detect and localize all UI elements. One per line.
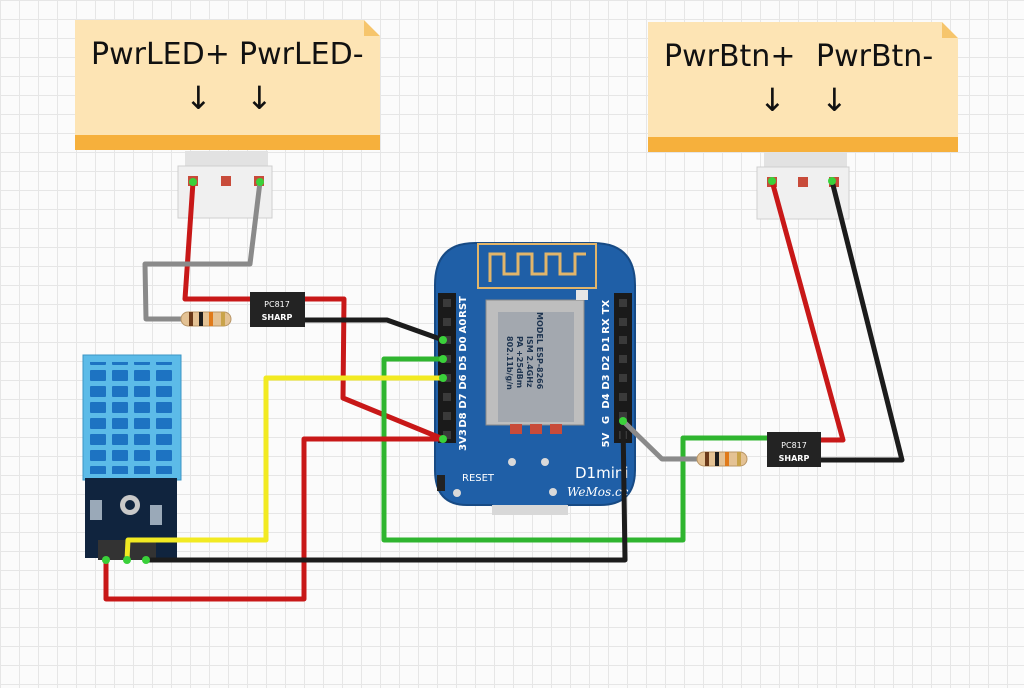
pin-label-right: 5V [601, 432, 612, 447]
connection-dot [123, 556, 131, 564]
wire-black [817, 178, 905, 463]
opto-brand: SHARP [262, 313, 293, 322]
connection-dot [439, 374, 447, 382]
pwrled-plus-label: PwrLED+ [91, 37, 230, 72]
right-pin-header [614, 293, 632, 443]
connection-dot [102, 556, 110, 564]
connection-dot [439, 355, 447, 363]
pin-label-right: D1 [601, 336, 612, 351]
pwrled-note: PwrLED+ PwrLED- ↓ ↓ [75, 20, 380, 150]
connection-dot [256, 178, 264, 186]
wire-green [381, 356, 773, 543]
reset-label: RESET [462, 473, 495, 484]
wire-red [103, 436, 446, 602]
pwrled-minus-arrow-icon: ↓ [246, 79, 273, 117]
board-label: D1mini [575, 464, 629, 482]
wire-black [143, 418, 628, 563]
connection-dot [619, 417, 627, 425]
pin-label-left: A0 [458, 319, 469, 334]
optocoupler-left: PC817 SHARP [250, 292, 305, 327]
connection-dot [142, 556, 150, 564]
module-text: ISM 2.4GHz [525, 336, 534, 388]
pwrbtn-minus-arrow-icon: ↓ [821, 81, 848, 119]
pin-label-left: RST [458, 296, 469, 318]
connection-dot [439, 435, 447, 443]
pin-label-right: D4 [601, 393, 612, 408]
opto-model: PC817 [781, 441, 807, 450]
pin-label-left: D0 [458, 336, 469, 351]
wire-red [302, 296, 446, 442]
resistor-right [696, 451, 748, 467]
connection-dot [828, 177, 836, 185]
pin-label-right: RX [601, 318, 612, 334]
left-pin-header [438, 293, 456, 443]
dht-sensor [82, 354, 182, 560]
wire-yellow [124, 375, 446, 563]
pin-label-left: 3V3 [458, 429, 469, 451]
board-brand: WeMos.cc [567, 485, 629, 499]
pwrled-minus-label: PwrLED- [239, 37, 364, 72]
wire-black [302, 317, 446, 343]
wire-gray [142, 179, 263, 322]
module-text: PA +25dBm [515, 336, 524, 388]
pin-label-right: TX [601, 299, 612, 314]
connection-dot [439, 336, 447, 344]
wemos-d1-mini-board: RST A0 D0 D5 D6 D7 D8 3V3 TX RX D1 D2 D3… [434, 242, 636, 515]
connection-dot [189, 178, 197, 186]
connection-dot [768, 177, 776, 185]
pwrbtn-note: PwrBtn+ PwrBtn- ↓ ↓ [648, 22, 958, 152]
resistor-left [180, 311, 232, 327]
pin-label-right: D2 [601, 355, 612, 370]
pwrled-plus-arrow-icon: ↓ [185, 79, 212, 117]
opto-brand: SHARP [779, 454, 810, 463]
pin-label-left: D7 [458, 393, 469, 408]
pwrbtn-plus-arrow-icon: ↓ [759, 81, 786, 119]
optocoupler-right: PC817 SHARP [767, 432, 821, 467]
pin-label-left: D5 [458, 355, 469, 370]
wire-red [769, 178, 846, 443]
module-text: MODEL ESP-8266 [535, 312, 544, 390]
module-text: 802.11b/g/n [505, 336, 514, 390]
pin-label-left: D6 [458, 374, 469, 389]
pin-label-right: D3 [601, 374, 612, 389]
pin-label-left: D8 [458, 412, 469, 427]
opto-model: PC817 [264, 300, 290, 309]
pwrbtn-plus-label: PwrBtn+ [664, 39, 796, 74]
wire-gray [620, 418, 703, 462]
pin-label-right: G [601, 416, 612, 424]
wire-red [182, 179, 253, 302]
pwrbtn-minus-label: PwrBtn- [816, 39, 934, 74]
